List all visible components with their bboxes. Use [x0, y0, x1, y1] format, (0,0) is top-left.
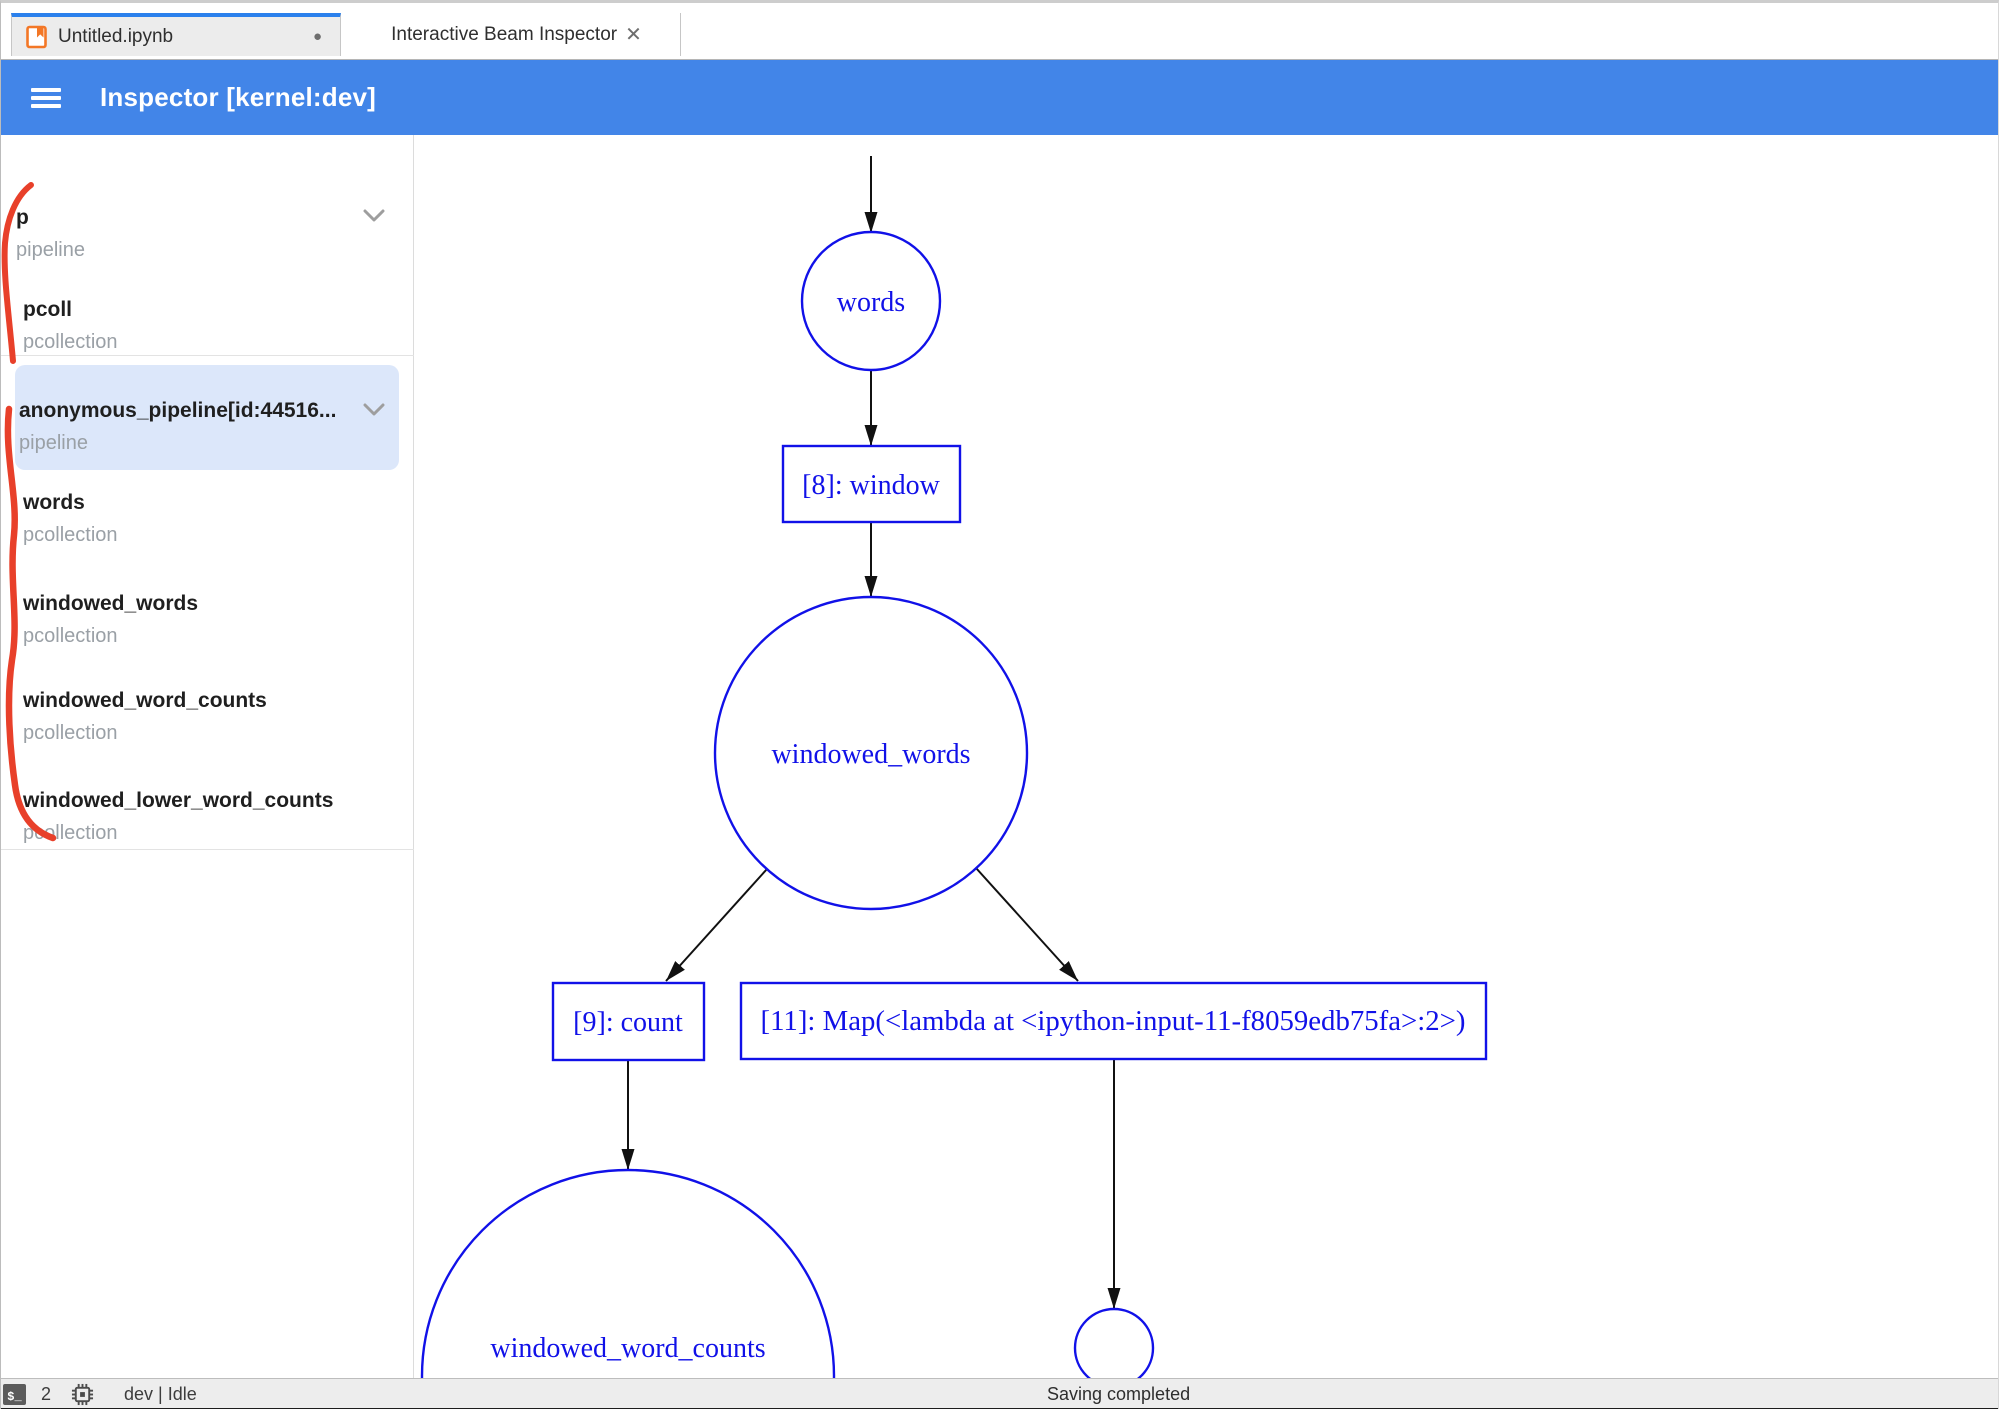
kernel-chip-icon[interactable]: [71, 1383, 94, 1406]
node-count-transform[interactable]: [9]: count: [551, 981, 706, 1062]
kernel-status[interactable]: dev | Idle: [124, 1383, 197, 1404]
edge-windowedwords-map: [975, 867, 1079, 982]
notebook-icon: [26, 25, 47, 48]
save-status-message: Saving completed: [1047, 1383, 1191, 1404]
dock-tab-bar: Untitled.ipynb ● Interactive Beam Inspec…: [1, 3, 1998, 56]
item-name: p: [16, 206, 29, 229]
sidebar-item-words[interactable]: words pcollection: [23, 490, 118, 548]
node-label: windowed_word_counts: [490, 1333, 765, 1364]
sidebar-item-pcoll[interactable]: pcoll pcollection: [23, 297, 118, 355]
chevron-down-icon[interactable]: [363, 209, 385, 223]
tab-untitled-notebook[interactable]: Untitled.ipynb ●: [11, 13, 341, 56]
sidebar-item-windowed-lower-word-counts[interactable]: windowed_lower_word_counts pcollection: [23, 788, 333, 846]
sidebar-item-windowed-words[interactable]: windowed_words pcollection: [23, 591, 198, 649]
tab-interactive-beam-inspector[interactable]: Interactive Beam Inspector ✕: [342, 13, 681, 56]
node-label: [8]: window: [802, 470, 940, 501]
sidebar-list-bottom-border: [1, 849, 414, 850]
node-label: words: [837, 287, 905, 318]
status-bar: $_ 2 dev | Idle Saving completed: [1, 1378, 1998, 1409]
node-label: windowed_words: [771, 739, 970, 770]
inspector-header: Inspector [kernel:dev]: [1, 59, 1998, 135]
item-type: pcollection: [23, 722, 118, 744]
node-windowed-lower-word-counts[interactable]: [1073, 1307, 1155, 1378]
node-window-transform[interactable]: [8]: window: [781, 444, 962, 524]
item-type: pcollection: [23, 331, 118, 353]
node-label: [9]: count: [573, 1007, 683, 1038]
sidebar-divider: [1, 355, 414, 356]
tab-label: Interactive Beam Inspector: [391, 23, 618, 45]
node-windowed-words[interactable]: windowed_words: [713, 595, 1029, 911]
pipeline-graph-panel: words [8]: window windowed_words [9]: co…: [415, 135, 1998, 1378]
node-words[interactable]: words: [800, 230, 942, 372]
item-type: pcollection: [23, 625, 118, 647]
item-name: words: [23, 491, 85, 514]
item-type: pipeline: [19, 432, 88, 454]
item-name: windowed_lower_word_counts: [23, 789, 334, 812]
item-type: pipeline: [16, 239, 85, 261]
node-windowed-word-counts[interactable]: windowed_word_counts: [420, 1168, 836, 1378]
tab-label: Untitled.ipynb: [58, 25, 174, 47]
inspector-title: Inspector [kernel:dev]: [100, 82, 377, 112]
sidebar-item-windowed-word-counts[interactable]: windowed_word_counts pcollection: [23, 688, 267, 746]
node-map-transform[interactable]: [11]: Map(<lambda at <ipython-input-11-f…: [739, 981, 1488, 1061]
item-type: pcollection: [23, 524, 118, 546]
modified-dot-icon: ●: [312, 28, 322, 45]
pipeline-sidebar: p pipeline pcoll pcollection anonymous_p…: [1, 135, 414, 1378]
item-name: pcoll: [23, 298, 73, 321]
close-icon[interactable]: ✕: [625, 23, 642, 46]
terminal-count[interactable]: 2: [41, 1383, 52, 1404]
node-label: [11]: Map(<lambda at <ipython-input-11-f…: [761, 1006, 1466, 1037]
edge-windowedwords-count: [665, 868, 768, 982]
chevron-down-icon[interactable]: [363, 403, 385, 417]
pipeline-dag: words [8]: window windowed_words [9]: co…: [420, 156, 1488, 1378]
sidebar-item-p[interactable]: p pipeline: [16, 205, 85, 263]
menu-icon[interactable]: [31, 88, 61, 108]
item-name: windowed_words: [23, 592, 199, 615]
item-type: pcollection: [23, 822, 118, 844]
status-left-cluster: $_ 2 dev | Idle: [3, 1379, 197, 1409]
sidebar-item-anonymous-pipeline[interactable]: anonymous_pipeline[id:44516... pipeline: [15, 365, 399, 470]
item-name: windowed_word_counts: [23, 689, 267, 712]
red-annotation-strokes: [1, 182, 57, 842]
item-name: anonymous_pipeline[id:44516...: [19, 399, 337, 422]
terminal-icon[interactable]: $_: [3, 1383, 26, 1405]
